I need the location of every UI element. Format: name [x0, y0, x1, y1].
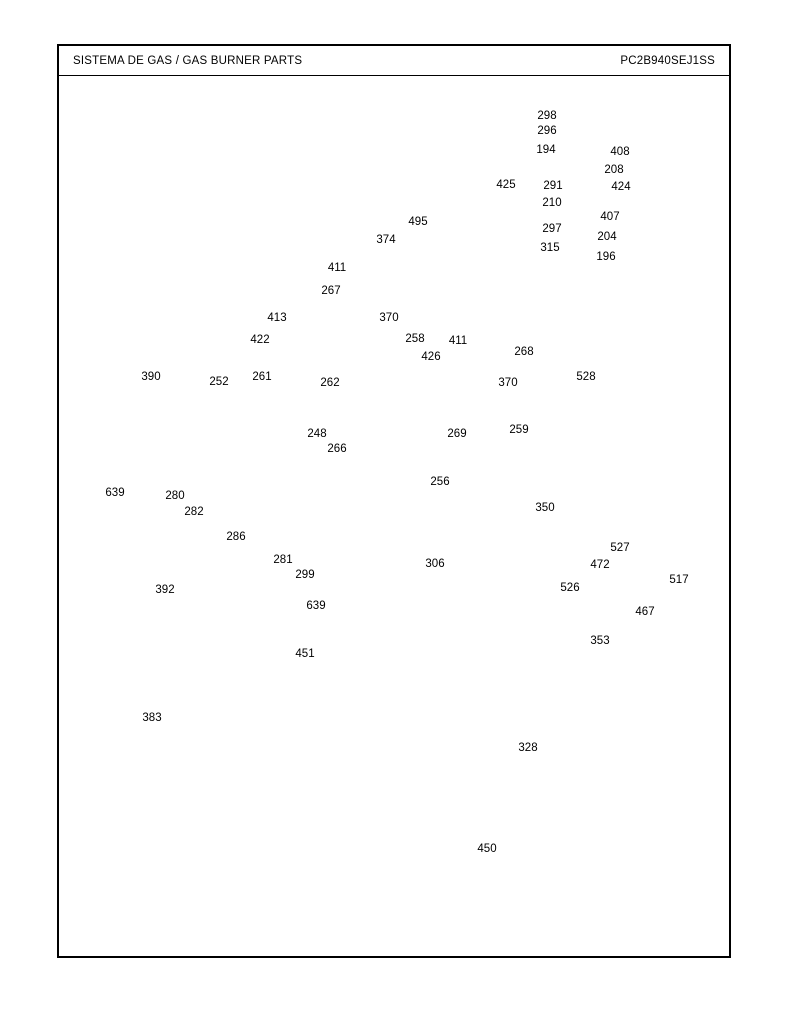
header: SISTEMA DE GAS / GAS BURNER PARTS PC2B94…: [59, 46, 729, 76]
page-title: SISTEMA DE GAS / GAS BURNER PARTS: [73, 54, 303, 67]
diagram-sheet-border: SISTEMA DE GAS / GAS BURNER PARTS PC2B94…: [57, 44, 731, 958]
model-number: PC2B940SEJ1SS: [620, 54, 715, 67]
